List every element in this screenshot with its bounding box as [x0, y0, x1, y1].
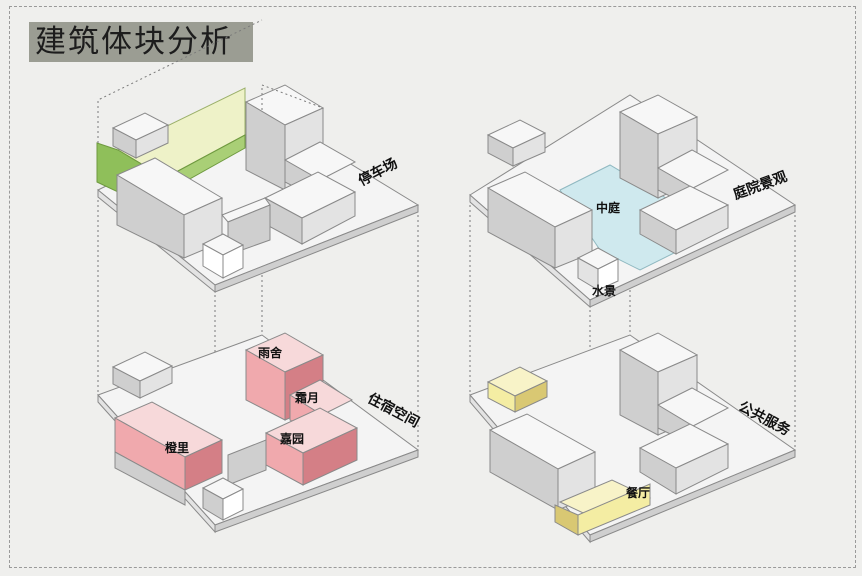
page-title: 建筑体块分析 — [29, 22, 253, 62]
label-shengli: 橙里 — [165, 440, 189, 455]
label-yuxia: 雨舍 — [258, 345, 283, 360]
label-shuangyue: 霜月 — [294, 391, 319, 405]
block-residence: 雨舍 霜月 嘉园 橙里 住宿空间 — [97, 332, 422, 534]
label-courtyard: 中庭 — [596, 200, 620, 215]
page-frame — [9, 6, 856, 568]
label-restaurant: 餐厅 — [626, 485, 650, 500]
label-water: 水景 — [592, 283, 616, 298]
block-parking: 停车场 — [96, 19, 420, 294]
block-public: 餐厅 公共服务 — [469, 332, 797, 544]
block-courtyard: 中庭 水景 庭院景观 — [469, 94, 797, 309]
label-jiayuan: 嘉园 — [279, 431, 304, 446]
